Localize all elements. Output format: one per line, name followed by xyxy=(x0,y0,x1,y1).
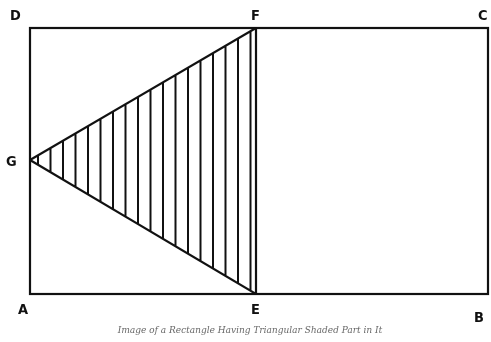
label-f: F xyxy=(251,9,260,24)
label-c: C xyxy=(478,9,488,24)
figure-caption: Image of a Rectangle Having Triangular S… xyxy=(117,326,383,336)
label-d: D xyxy=(10,9,21,24)
label-e: E xyxy=(251,303,260,318)
segment-ge xyxy=(29,159,257,295)
triangle-hatching xyxy=(37,31,252,291)
label-g: G xyxy=(6,155,17,170)
label-b: B xyxy=(474,311,484,326)
rectangle-abcd xyxy=(28,26,490,296)
segment-gf xyxy=(29,27,257,161)
label-a: A xyxy=(18,303,28,318)
